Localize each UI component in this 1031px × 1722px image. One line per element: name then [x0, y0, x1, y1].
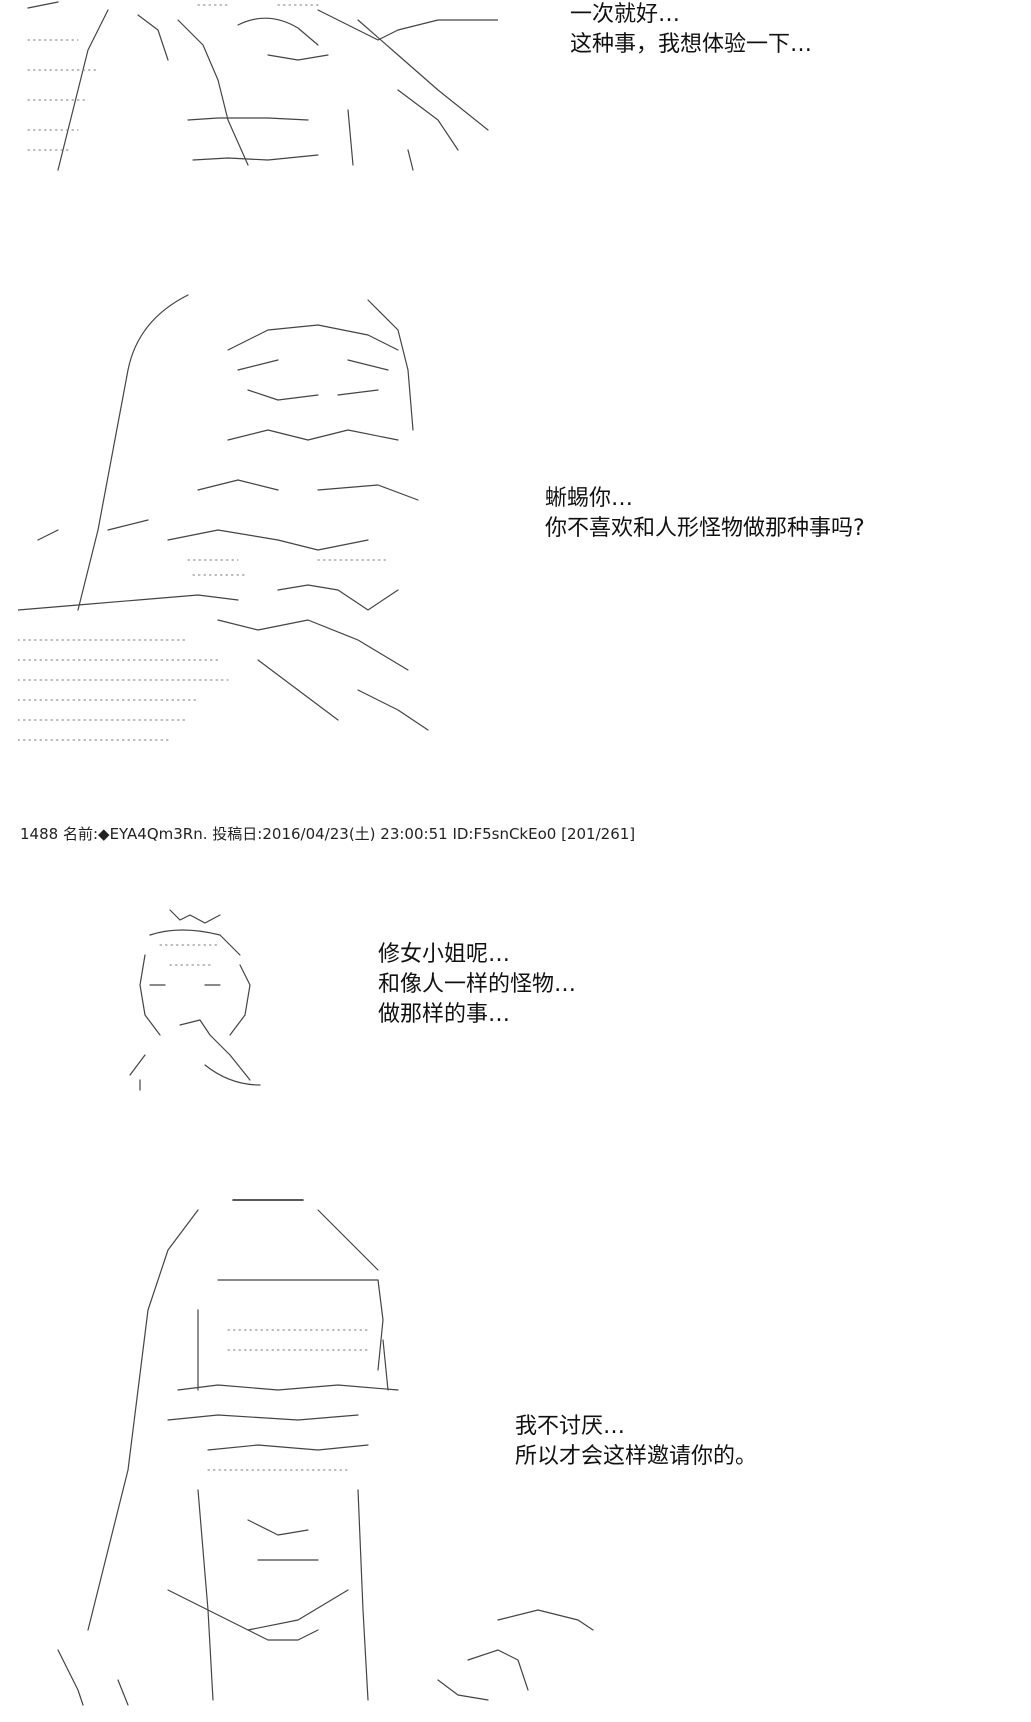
dialogue-line: 一次就好… [570, 2, 681, 27]
ascii-art-strokes [129, 909, 261, 1091]
ascii-art-figure-nun [18, 1190, 598, 1710]
ascii-art-figure-top [18, 0, 498, 176]
post-date-label: 投稿日: [212, 825, 263, 843]
ascii-art-strokes [57, 1199, 594, 1706]
post-id[interactable]: ID:F5snCkEo0 [452, 825, 557, 843]
post-datetime: 2016/04/23(土) 23:00:51 [262, 825, 448, 843]
ascii-art-strokes [27, 1, 498, 171]
dialogue-line: 做那样的事… [378, 1002, 511, 1027]
dialogue-line: 你不喜欢和人形怪物做那种事吗? [545, 516, 865, 541]
dialogue-panel-3: 修女小姐呢… 和像人一样的怪物… 做那样的事… [378, 940, 576, 1030]
dialogue-line: 和像人一样的怪物… [378, 972, 577, 997]
post-header: 1488 名前:◆EYA4Qm3Rn. 投稿日:2016/04/23(土) 23… [20, 824, 635, 844]
post-name-label: 名前: [62, 825, 99, 843]
ascii-art-figure-monster [110, 905, 280, 1095]
dialogue-panel-4: 我不讨厌… 所以才会这样邀请你的。 [515, 1412, 757, 1472]
ascii-art-figure-woman [18, 290, 448, 750]
dialogue-line: 修女小姐呢… [378, 942, 511, 967]
ascii-art-strokes [18, 294, 429, 741]
dialogue-line: 我不讨厌… [515, 1414, 626, 1439]
dialogue-panel-1: 一次就好… 这种事，我想体验一下… [570, 0, 812, 60]
dialogue-line: 蜥蜴你… [545, 486, 634, 511]
dialogue-line: 这种事，我想体验一下… [570, 32, 813, 57]
post-number: 1488 [20, 825, 59, 843]
post-trip[interactable]: ◆EYA4Qm3Rn. [98, 825, 208, 843]
dialogue-panel-2: 蜥蜴你… 你不喜欢和人形怪物做那种事吗? [545, 484, 865, 544]
dialogue-line: 所以才会这样邀请你的。 [515, 1444, 758, 1469]
post-count: [201/261] [561, 825, 636, 843]
